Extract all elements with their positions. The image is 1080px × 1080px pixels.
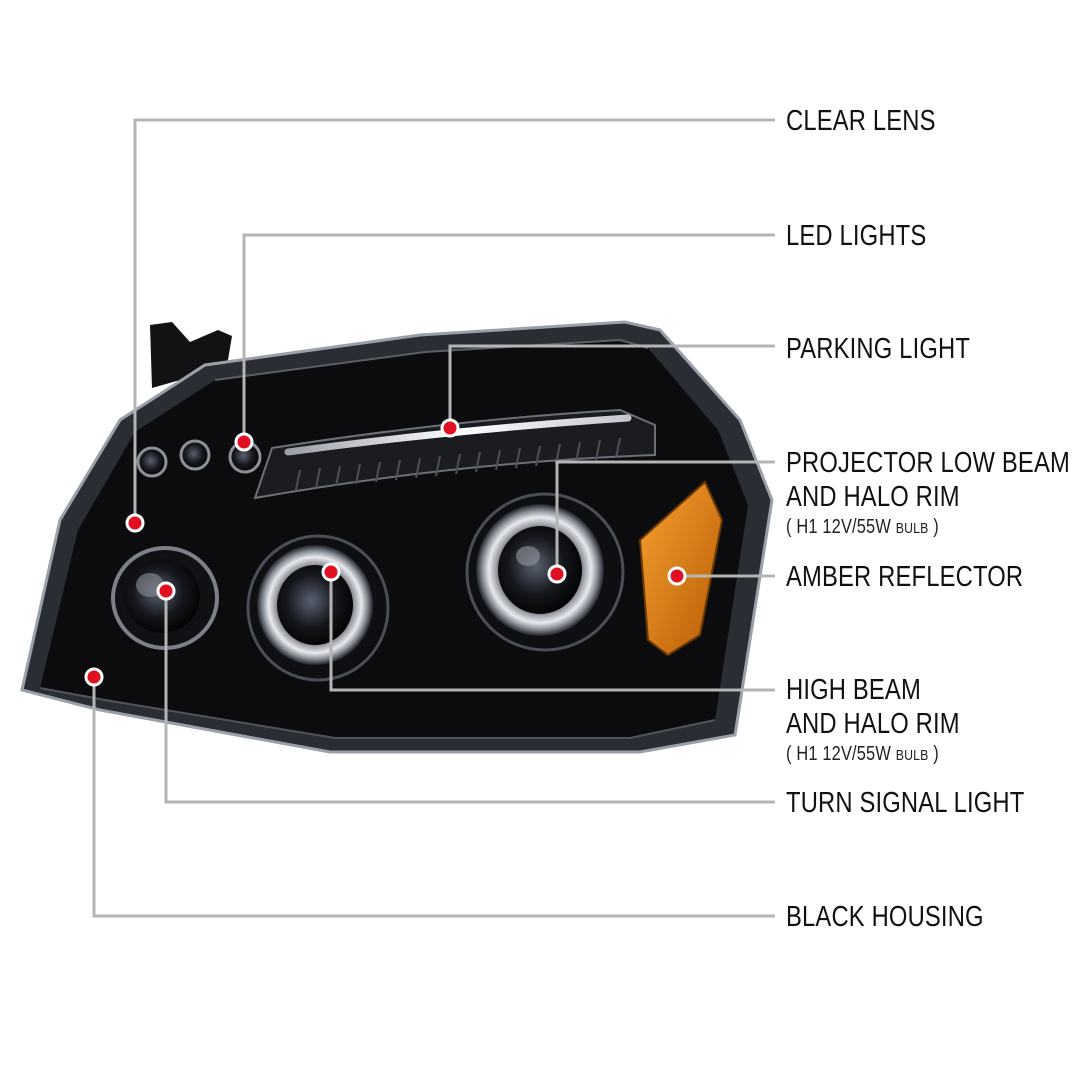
spec-bulb: BULB (895, 747, 929, 764)
callout-subtitle: AND HALO RIM (786, 481, 960, 513)
callout-clear-lens: CLEAR LENS (786, 104, 936, 138)
callout-title: TURN SIGNAL LIGHT (786, 787, 1025, 819)
leader-led-lights (242, 233, 775, 440)
leader-clear-lens (133, 118, 775, 520)
leader-parking-light (448, 344, 775, 427)
callout-title: PROJECTOR LOW BEAM (786, 447, 1070, 479)
leader-projector-low-beam (555, 460, 775, 572)
callout-black-housing: BLACK HOUSING (786, 900, 984, 934)
high-beam-projector (246, 534, 390, 682)
parking-light-bar (253, 408, 656, 500)
callout-title: AMBER REFLECTOR (786, 561, 1024, 593)
led-pods (136, 439, 262, 478)
leader-turn-signal-light (164, 590, 775, 804)
marker-projector-low-beam (547, 564, 567, 584)
callout-title: PARKING LIGHT (786, 333, 971, 365)
parking-light-ribs (295, 437, 621, 491)
spec-text: H1 12V/55W (796, 743, 891, 765)
spec-close-paren: ) (933, 743, 939, 765)
bulb-spec: ( H1 12V/55W BULB ) (786, 514, 1070, 542)
housing-lower-lip (39, 687, 716, 739)
callout-title: BLACK HOUSING (786, 901, 984, 933)
callout-high-beam: HIGH BEAM AND HALO RIM ( H1 12V/55W BULB… (786, 673, 960, 769)
callout-turn-signal-light: TURN SIGNAL LIGHT (786, 786, 1024, 820)
headlight-assembly (20, 320, 774, 754)
leader-black-housing (92, 676, 775, 918)
spec-bulb: BULB (895, 520, 929, 537)
marker-clear-lens (125, 513, 145, 533)
spec-open-paren: ( (786, 516, 792, 538)
callout-title: CLEAR LENS (786, 105, 936, 137)
marker-amber-reflector (667, 566, 687, 586)
bulb-spec: ( H1 12V/55W BULB ) (786, 741, 960, 769)
marker-high-beam (321, 562, 341, 582)
low-beam-projector (465, 492, 625, 652)
marker-led-lights (234, 432, 254, 452)
marker-black-housing (84, 667, 104, 687)
callout-title: LED LIGHTS (786, 220, 927, 252)
spec-close-paren: ) (933, 516, 939, 538)
marker-turn-signal-light (156, 581, 176, 601)
spec-open-paren: ( (786, 743, 792, 765)
callout-amber-reflector: AMBER REFLECTOR (786, 560, 1023, 594)
callout-title: HIGH BEAM (786, 674, 921, 706)
spec-text: H1 12V/55W (796, 516, 891, 538)
callout-led-lights: LED LIGHTS (786, 219, 926, 253)
callout-parking-light: PARKING LIGHT (786, 332, 970, 366)
leader-high-beam (329, 572, 775, 692)
callout-projector-low-beam: PROJECTOR LOW BEAM AND HALO RIM ( H1 12V… (786, 446, 1070, 542)
marker-parking-light (440, 418, 460, 438)
callout-subtitle: AND HALO RIM (786, 708, 960, 740)
